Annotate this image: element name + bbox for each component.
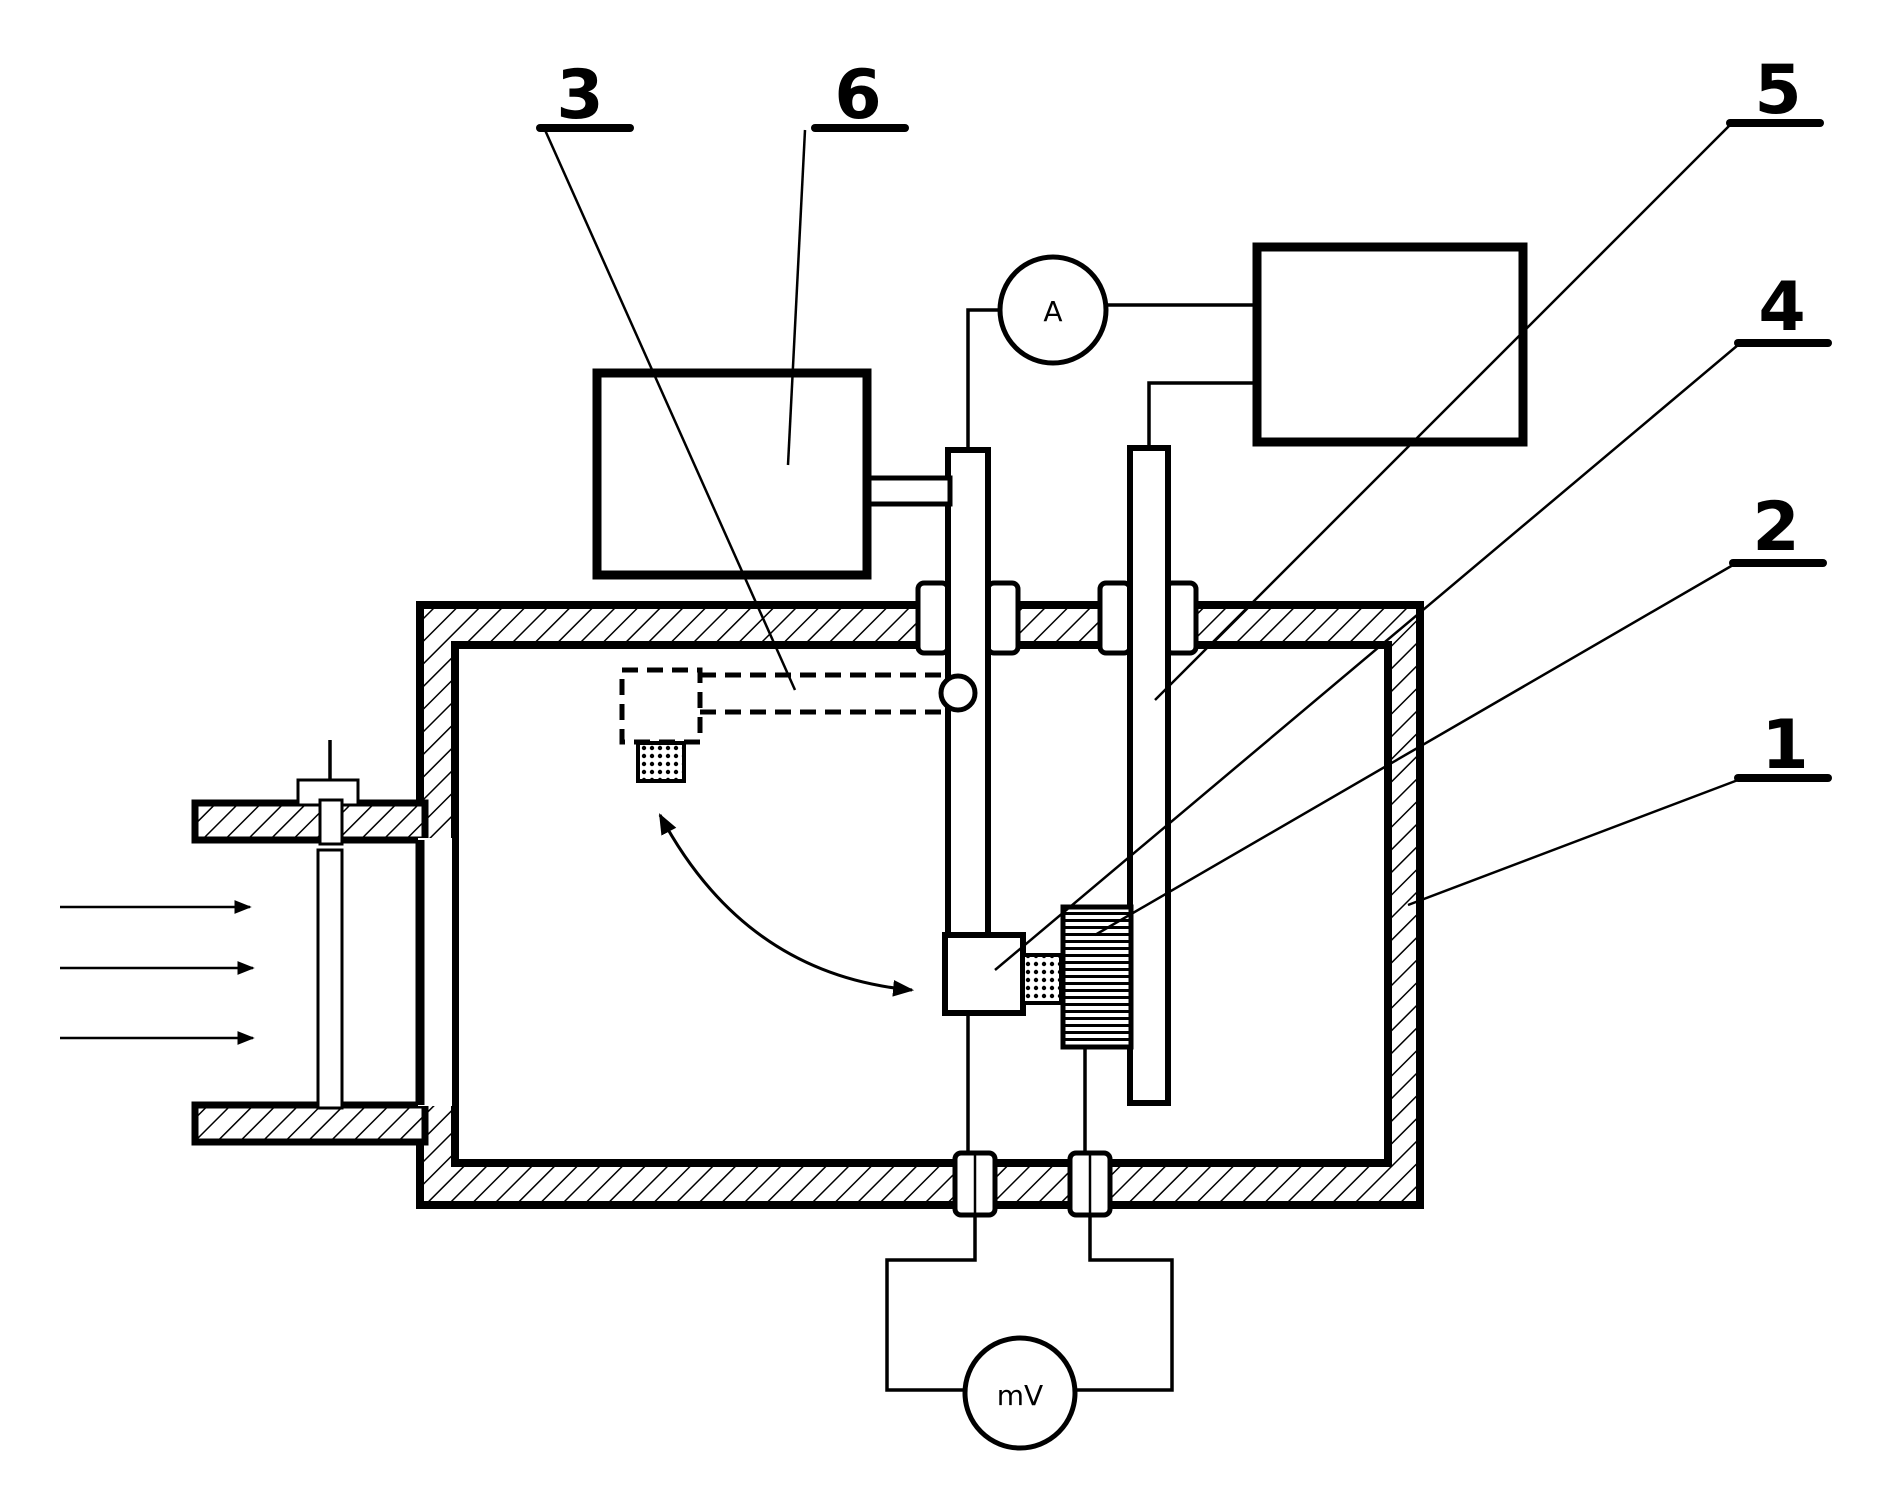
ammeter-label: A (1043, 295, 1062, 328)
flow-arrows (60, 900, 255, 1045)
sample-holder-4 (942, 932, 1063, 1016)
chamber-wall (416, 601, 1424, 1209)
label-underlines (536, 119, 1832, 782)
sample-2 (1060, 904, 1134, 1050)
box-6-drive-unit (592, 368, 872, 580)
label-1: 1 (1761, 706, 1808, 785)
power-supply-box (1252, 242, 1528, 447)
ammeter: A (997, 254, 1109, 366)
label-4: 4 (1758, 268, 1805, 347)
label-5: 5 (1754, 51, 1801, 130)
holder-alt-position (619, 667, 978, 783)
millivoltmeter-label: mV (997, 1379, 1043, 1412)
inlet-valve (296, 740, 360, 1110)
bottom-wiring (885, 1013, 1174, 1392)
electrode-rod (1127, 445, 1171, 1106)
inlet-pipe (191, 799, 458, 1146)
label-2: 2 (1752, 488, 1799, 567)
label-3: 3 (556, 56, 603, 135)
label-6: 6 (834, 56, 881, 135)
millivoltmeter: mV (962, 1335, 1078, 1451)
label-leaders (543, 124, 1739, 971)
top-wiring (966, 303, 1257, 450)
bottom-feedthroughs (952, 1150, 1113, 1218)
rotation-arrow (658, 813, 915, 997)
